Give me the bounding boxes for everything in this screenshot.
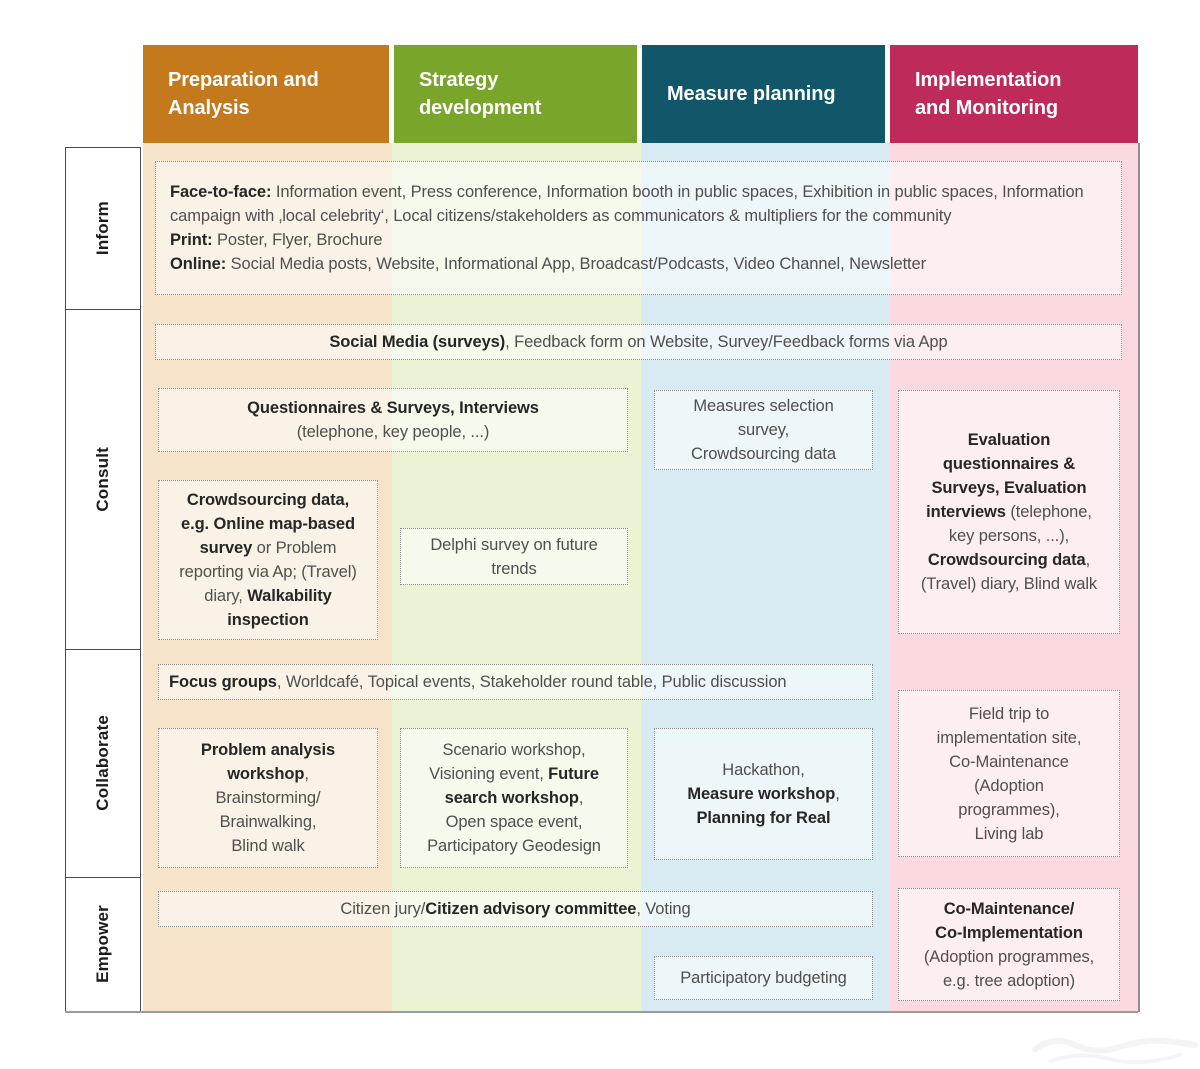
cell-consult-delphi-survey: Delphi survey on future trends bbox=[400, 528, 628, 585]
row-label-text: Inform bbox=[93, 201, 112, 256]
row-label-inform: Inform bbox=[65, 147, 141, 310]
cell-collaborate-problem-analysis: Problem analysis workshop,Brainstorming/… bbox=[158, 728, 378, 868]
row-label-consult: Consult bbox=[65, 308, 141, 650]
column-header-strategy: Strategy development bbox=[394, 45, 637, 143]
cell-empower-citizen-jury-band: Citizen jury/Citizen advisory committee,… bbox=[158, 891, 873, 927]
cell-empower-participatory-budgeting: Participatory budgeting bbox=[654, 956, 873, 1000]
cell-consult-evaluation: Evaluation questionnaires & Surveys, Eva… bbox=[898, 390, 1120, 634]
column-header-implementation: Implementation and Monitoring bbox=[890, 45, 1138, 143]
cell-consult-crowdsourcing: Crowdsourcing data, e.g. Online map-base… bbox=[158, 480, 378, 640]
row-label-text: Empower bbox=[93, 905, 112, 984]
row-label-collaborate: Collaborate bbox=[65, 648, 141, 878]
cell-inform-all-phases: Face-to-face: Information event, Press c… bbox=[155, 161, 1122, 295]
cell-empower-co-maintenance: Co-Maintenance/Co-Implementation(Adoptio… bbox=[898, 888, 1120, 1001]
cell-collaborate-focus-groups-band: Focus groups, Worldcafé, Topical events,… bbox=[158, 664, 873, 700]
column-header-label: Measure planning bbox=[667, 83, 836, 105]
column-header-label: Preparation and Analysis bbox=[168, 69, 319, 119]
cell-consult-questionnaires: Questionnaires & Surveys, Interviews(tel… bbox=[158, 388, 628, 452]
column-header-preparation: Preparation and Analysis bbox=[143, 45, 389, 143]
column-header-label: Strategy development bbox=[419, 69, 542, 119]
column-header-label: Implementation and Monitoring bbox=[915, 69, 1062, 119]
table-bottom-border bbox=[65, 1011, 1138, 1013]
cell-collaborate-hackathon: Hackathon,Measure workshop,Planning for … bbox=[654, 728, 873, 860]
cell-collaborate-scenario-workshop: Scenario workshop,Visioning event, Futur… bbox=[400, 728, 628, 868]
row-label-empower: Empower bbox=[65, 876, 141, 1012]
row-label-text: Consult bbox=[93, 446, 112, 512]
smudge-artifact bbox=[1032, 1037, 1198, 1065]
cell-consult-social-media-band: Social Media (surveys), Feedback form on… bbox=[155, 324, 1122, 360]
column-header-measure: Measure planning bbox=[642, 45, 885, 143]
row-label-text: Collaborate bbox=[93, 715, 112, 812]
